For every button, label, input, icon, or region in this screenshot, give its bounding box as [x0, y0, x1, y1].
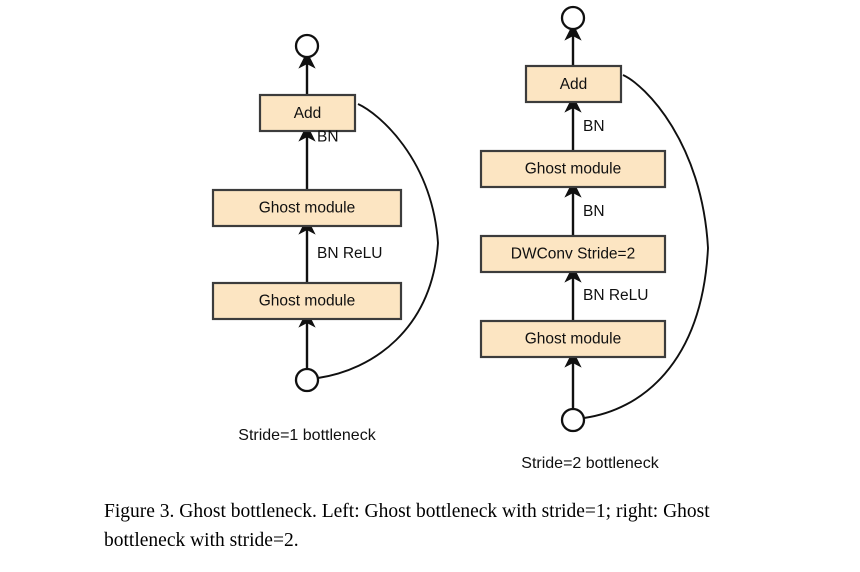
left-input-node: [294, 367, 320, 393]
right-branch-caption: Stride=2 bottleneck: [521, 455, 659, 472]
right-add-box[interactable]: [524, 64, 623, 104]
right-dwconv-box[interactable]: [479, 234, 667, 274]
right-add-label: Add: [560, 76, 588, 93]
left-ghost-module-1-label: Ghost module: [259, 293, 356, 310]
right-branch-group: Add BN Ghost module BN DWConv Stride=2 B…: [479, 5, 709, 472]
left-ghost-module-2-box[interactable]: [211, 188, 403, 228]
left-skip-connection: [317, 103, 439, 379]
right-dwconv-label: DWConv Stride=2: [511, 246, 635, 263]
left-branch-group: Add BN Ghost module BN ReLU Ghost module…: [211, 33, 439, 444]
right-skip-connection: [583, 74, 709, 419]
left-edge-label-bn-relu: BN ReLU: [317, 245, 382, 262]
left-ghost-module-1-box[interactable]: [211, 281, 403, 321]
right-output-node: [560, 5, 586, 31]
right-input-node: [560, 407, 586, 433]
left-output-node: [294, 33, 320, 59]
right-ghost-module-2-box[interactable]: [479, 149, 667, 189]
right-ghost-module-2-label: Ghost module: [525, 161, 622, 178]
right-ghost-module-1-box[interactable]: [479, 319, 667, 359]
right-edge-label-bn-top: BN: [583, 118, 605, 135]
right-edge-label-bn-relu: BN ReLU: [583, 287, 648, 304]
left-add-label: Add: [294, 105, 322, 122]
left-add-box[interactable]: [258, 93, 357, 133]
left-edge-label-bn-top: BN: [317, 129, 339, 146]
figure-caption: Figure 3. Ghost bottleneck. Left: Ghost …: [104, 501, 710, 551]
right-ghost-module-1-label: Ghost module: [525, 331, 622, 348]
left-ghost-module-2-label: Ghost module: [259, 200, 356, 217]
right-edge-label-bn-mid: BN: [583, 203, 605, 220]
left-branch-caption: Stride=1 bottleneck: [238, 427, 376, 444]
